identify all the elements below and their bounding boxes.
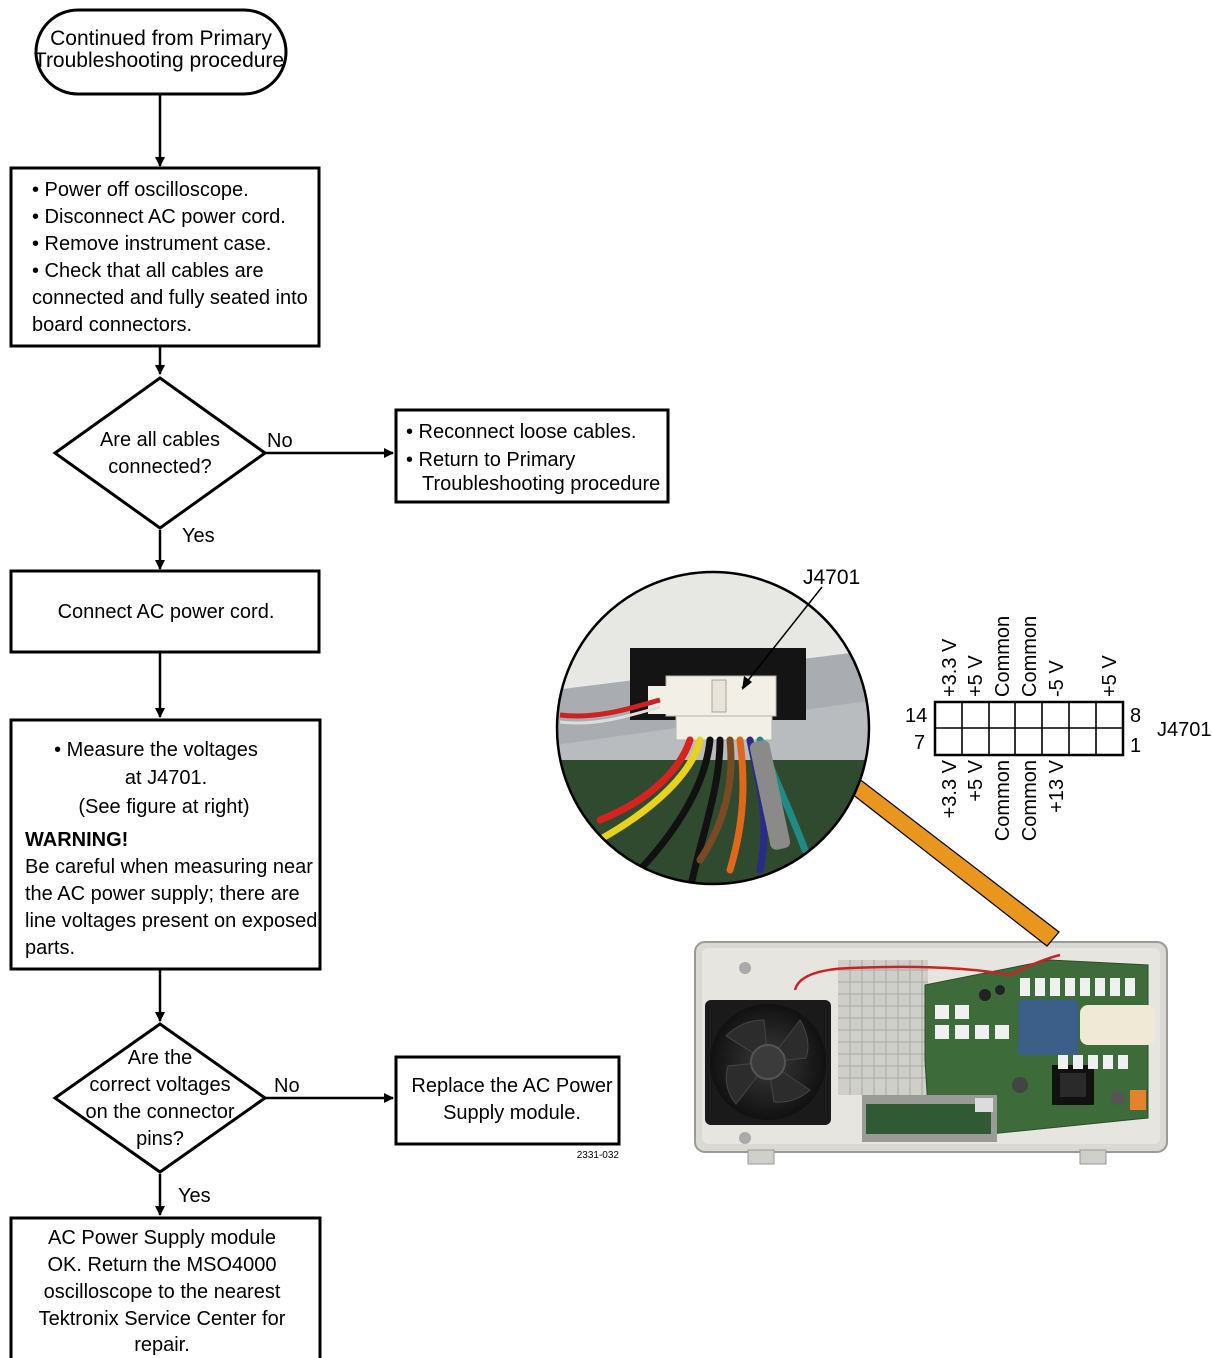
decision2: Are the correct voltages on the connecto…: [52, 1022, 300, 1207]
step2-shape: [9, 569, 321, 654]
end-line-1: AC Power Supply module: [48, 1227, 276, 1249]
bottom-pin-4-label: Common: [1019, 760, 1041, 841]
top-pin-4-label: Common: [1019, 616, 1041, 697]
decision2-line-1: Are the: [128, 1047, 192, 1069]
decision1-line-2: connected?: [108, 456, 211, 478]
step1-line-2: • Disconnect AC power cord.: [32, 206, 286, 228]
step1-box: • Power off oscilloscope. • Disconnect A…: [9, 166, 321, 348]
step3-warning-line-2: the AC power supply; there are: [25, 883, 300, 905]
start-terminator: Continued from Primary Troubleshooting p…: [34, 8, 288, 96]
pin-label-1: 1: [1130, 735, 1141, 757]
decision1-shape: [52, 376, 268, 530]
pinout-diagram: 14 7 8 1 J4701 +3.3 V +5 V Common Common…: [905, 616, 1212, 841]
j4701-callout-arrowhead: [742, 676, 752, 690]
reconnect-shape: [394, 408, 670, 504]
replace-line-2: Supply module.: [443, 1102, 581, 1124]
step3-line-3: (See figure at right): [78, 796, 249, 818]
step3-warning-line-1: Be careful when measuring near: [25, 856, 313, 878]
reconnect-line-2: • Return to Primary: [406, 449, 575, 471]
start-line-2: Troubleshooting procedure: [34, 49, 284, 72]
step1-line-5: connected and fully seated into: [32, 287, 308, 309]
top-pin-5-label: -5 V: [1046, 660, 1068, 697]
step1-line-3: • Remove instrument case.: [32, 233, 271, 255]
vent-grid: [838, 960, 928, 1095]
pin-label-8: 8: [1130, 705, 1141, 727]
connector-closeup: J4701: [555, 566, 871, 886]
reconnect-box: • Reconnect loose cables. • Return to Pr…: [394, 408, 670, 504]
replace-line-1: Replace the AC Power: [411, 1075, 613, 1097]
flow-connectors: [155, 95, 394, 1216]
bottom-pin-5-label: +13 V: [1046, 759, 1068, 812]
end-line-3: oscilloscope to the nearest: [44, 1281, 281, 1303]
top-pin-3-label: Common: [992, 616, 1014, 697]
step3-shape: [9, 718, 322, 971]
pin-label-7: 7: [914, 732, 925, 754]
end-line-5: repair.: [134, 1334, 190, 1356]
decision1-yes-label: Yes: [182, 525, 215, 547]
pinout-cells: [935, 702, 1123, 755]
step1-line-1: • Power off oscilloscope.: [32, 179, 249, 201]
replace-box: Replace the AC Power Supply module. 2331…: [394, 1055, 621, 1161]
step3-warning-line-3: line voltages present on exposed: [25, 910, 317, 932]
step2-label: Connect AC power cord.: [58, 601, 275, 623]
step1-line-6: board connectors.: [32, 314, 192, 336]
reconnect-line-1: • Reconnect loose cables.: [406, 421, 636, 443]
closeup-frame: [555, 570, 871, 886]
step1-line-4: • Check that all cables are: [32, 260, 264, 282]
top-pin-1-label: +3.3 V: [939, 638, 961, 697]
fan: [705, 1000, 831, 1125]
pin-label-14: 14: [905, 705, 927, 727]
decision2-shape: [52, 1022, 268, 1174]
start-shape: [34, 8, 288, 96]
reconnect-line-3: Troubleshooting procedure: [422, 473, 660, 495]
bottom-pin-3-label: Common: [992, 760, 1014, 841]
interface-board: [862, 1095, 997, 1142]
end-line-2: OK. Return the MSO4000: [47, 1254, 276, 1276]
step3-warning-title: WARNING!: [25, 829, 128, 851]
j4701-callout-label: J4701: [803, 566, 860, 589]
bottom-pin-2-label: +5 V: [965, 759, 987, 801]
decision2-yes-label: Yes: [178, 1185, 211, 1207]
j4701-callout-line: [741, 586, 823, 689]
end-box: AC Power Supply module OK. Return the MS…: [9, 1216, 322, 1358]
start-line-1: Continued from Primary: [50, 27, 272, 50]
end-shape: [9, 1216, 322, 1358]
end-line-4: Tektronix Service Center for: [39, 1308, 286, 1330]
decision2-line-4: pins?: [136, 1128, 184, 1150]
decision2-line-3: on the connector: [86, 1101, 235, 1123]
step3-warning-line-4: parts.: [25, 937, 75, 959]
step3-line-2: at J4701.: [125, 767, 207, 789]
step3-line-1: • Measure the voltages: [54, 739, 258, 761]
top-pin-2-label: +5 V: [965, 655, 987, 697]
step2-box: Connect AC power cord.: [9, 569, 321, 654]
decision1-line-1: Are all cables: [100, 429, 220, 451]
decision1: Are all cables connected? No Yes: [52, 376, 293, 547]
step1-shape: [9, 166, 321, 348]
bottom-pin-1-label: +3.3 V: [939, 759, 961, 818]
decision1-no-label: No: [267, 430, 293, 452]
oscilloscope-photo: [694, 941, 1168, 1165]
top-pin-7-label: +5 V: [1099, 655, 1121, 697]
replace-shape: [394, 1055, 621, 1146]
decision2-line-2: correct voltages: [89, 1074, 230, 1096]
figure-id: 2331-032: [577, 1150, 620, 1161]
step3-box: • Measure the voltages at J4701. (See fi…: [9, 718, 322, 971]
decision2-no-label: No: [274, 1075, 300, 1097]
connector-name: J4701: [1157, 719, 1212, 741]
